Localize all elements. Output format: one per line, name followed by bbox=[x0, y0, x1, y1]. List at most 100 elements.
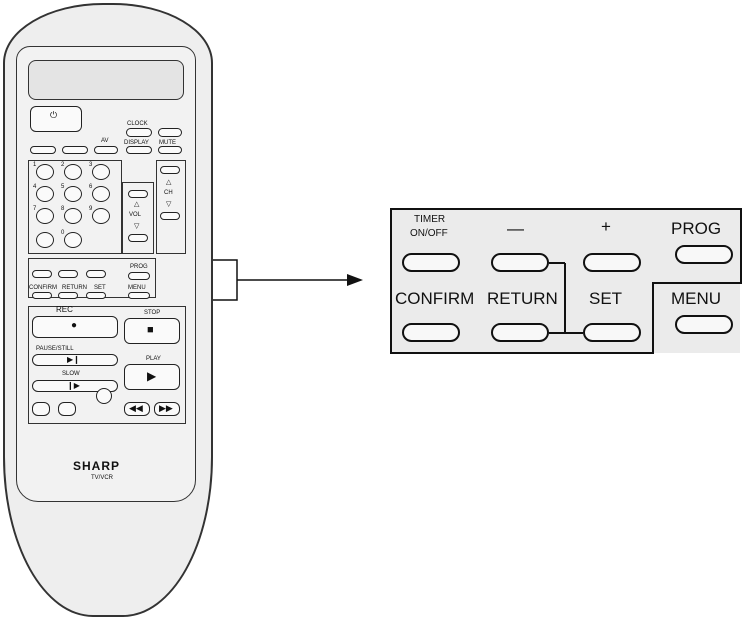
remote-display-label: DISPLAY bbox=[124, 140, 149, 146]
remote-num-label-7: 7 bbox=[33, 206, 37, 212]
remote-number-button-0[interactable] bbox=[64, 232, 82, 248]
remote-clock-button[interactable] bbox=[126, 128, 152, 137]
remote-small-transport-2[interactable] bbox=[58, 402, 76, 416]
panel-timer-label-line2: ON/OFF bbox=[410, 228, 448, 239]
panel-prog-label: PROG bbox=[671, 219, 722, 238]
remote-play-button[interactable] bbox=[124, 364, 180, 390]
remote-round-button[interactable] bbox=[96, 388, 112, 404]
remote-number-button-2[interactable] bbox=[64, 164, 82, 180]
confirm-button[interactable] bbox=[402, 323, 460, 342]
ch-up-icon: △ bbox=[166, 179, 172, 186]
panel-confirm-label: CONFIRM bbox=[395, 289, 475, 308]
remote-ch-frame bbox=[156, 160, 186, 254]
remote-ch-up-button[interactable] bbox=[160, 166, 180, 174]
remote-small-transport-1[interactable] bbox=[32, 402, 50, 416]
remote-number-button-5[interactable] bbox=[64, 186, 82, 202]
panel-plus-label: + bbox=[601, 217, 611, 236]
vol-up-icon: △ bbox=[134, 201, 140, 208]
remote-slow-label: SLOW bbox=[62, 371, 80, 377]
remote-num-label-2: 2 bbox=[61, 162, 65, 168]
remote-stop-label: STOP bbox=[144, 310, 161, 316]
remote-display-button[interactable] bbox=[126, 146, 152, 154]
remote-number-button-3[interactable] bbox=[92, 164, 110, 180]
remote-num-label-4: 4 bbox=[33, 184, 37, 190]
minus-button[interactable] bbox=[491, 253, 549, 272]
panel-minus-label: — bbox=[507, 219, 524, 238]
remote-num-label-1: 1 bbox=[33, 162, 37, 168]
remote-rec-button[interactable] bbox=[32, 316, 118, 338]
rec-icon: ● bbox=[71, 320, 78, 331]
stop-icon: ■ bbox=[147, 324, 154, 336]
ffwd-icon: ▶▶ bbox=[159, 403, 173, 413]
remote-pause-button[interactable] bbox=[32, 354, 118, 366]
remote-return-label: RETURN bbox=[62, 285, 87, 291]
remote-set-label: SET bbox=[94, 285, 106, 291]
remote-vcr-section-frame bbox=[28, 306, 186, 424]
remote-number-button-4[interactable] bbox=[36, 186, 54, 202]
panel-menu-label: MENU bbox=[671, 289, 722, 308]
return-button[interactable] bbox=[491, 323, 549, 342]
remote-number-button-6[interactable] bbox=[92, 186, 110, 202]
remote-plus-button[interactable] bbox=[86, 270, 106, 278]
remote-number-button-9[interactable] bbox=[92, 208, 110, 224]
remote-ir-window bbox=[28, 60, 184, 100]
remote-small-button-1[interactable] bbox=[30, 146, 56, 154]
set-button[interactable] bbox=[583, 323, 641, 342]
remote-power-button[interactable] bbox=[30, 106, 82, 132]
remote-num-label-8: 8 bbox=[61, 206, 65, 212]
panel-set-label: SET bbox=[589, 289, 623, 308]
remote-rewind-button[interactable] bbox=[124, 402, 150, 416]
remote-set-button[interactable] bbox=[86, 292, 106, 299]
remote-vol-frame bbox=[122, 182, 154, 254]
remote-mute-button[interactable] bbox=[158, 146, 182, 154]
timer-on-off-button[interactable] bbox=[402, 253, 460, 272]
panel-return-label: RETURN bbox=[487, 289, 558, 308]
remote-number-button-10[interactable] bbox=[36, 232, 54, 248]
remote-num-label-3: 3 bbox=[89, 162, 93, 168]
panel-timer-label-line1: TIMER bbox=[414, 214, 446, 225]
remote-model-label: TV/VCR bbox=[91, 475, 114, 481]
remote-confirm-button[interactable] bbox=[32, 292, 52, 299]
remote-av-button[interactable] bbox=[94, 146, 118, 154]
menu-button[interactable] bbox=[675, 315, 733, 334]
remote-vol-down-button[interactable] bbox=[128, 234, 148, 242]
ch-down-icon: ▽ bbox=[166, 201, 172, 208]
remote-num-label-6: 6 bbox=[89, 184, 93, 190]
remote-top-right-button[interactable] bbox=[158, 128, 182, 137]
remote-rec-label: REC bbox=[56, 305, 73, 314]
remote-confirm-label: CONFIRM bbox=[29, 285, 57, 291]
rewind-icon: ◀◀ bbox=[129, 403, 143, 413]
remote-ch-down-button[interactable] bbox=[160, 212, 180, 220]
remote-prog-button[interactable] bbox=[128, 272, 150, 280]
remote-keypad-frame bbox=[28, 160, 122, 254]
play-icon: ▶ bbox=[147, 369, 157, 383]
remote-number-button-8[interactable] bbox=[64, 208, 82, 224]
remote-number-button-1[interactable] bbox=[36, 164, 54, 180]
remote-num-label-9: 9 bbox=[89, 206, 93, 212]
remote-timer-button[interactable] bbox=[32, 270, 52, 278]
remote-menu-label: MENU bbox=[128, 285, 146, 291]
remote-vol-up-button[interactable] bbox=[128, 190, 148, 198]
remote-small-button-2[interactable] bbox=[62, 146, 88, 154]
pause-icon: ▶❙ bbox=[67, 355, 80, 364]
remote-clock-label: CLOCK bbox=[127, 121, 148, 127]
remote-num-label-0: 0 bbox=[61, 230, 65, 236]
remote-mute-label: MUTE bbox=[159, 140, 176, 146]
remote-minus-button[interactable] bbox=[58, 270, 78, 278]
remote-num-label-5: 5 bbox=[61, 184, 65, 190]
remote-ch-label: CH bbox=[164, 190, 173, 196]
remote-return-button[interactable] bbox=[58, 292, 78, 299]
remote-brand-logo: SHARP bbox=[73, 459, 121, 473]
power-icon: ⏻ bbox=[50, 110, 58, 120]
remote-play-label: PLAY bbox=[146, 356, 161, 362]
magnified-panel-outline bbox=[390, 208, 742, 354]
remote-menu-button[interactable] bbox=[128, 292, 150, 299]
remote-slow-button[interactable] bbox=[32, 380, 118, 392]
remote-stop-button[interactable] bbox=[124, 318, 180, 344]
slow-icon: ❙▶ bbox=[67, 381, 80, 390]
remote-number-button-7[interactable] bbox=[36, 208, 54, 224]
prog-button[interactable] bbox=[675, 245, 733, 264]
plus-button[interactable] bbox=[583, 253, 641, 272]
remote-ffwd-button[interactable] bbox=[154, 402, 180, 416]
callout-arrow bbox=[213, 259, 363, 301]
